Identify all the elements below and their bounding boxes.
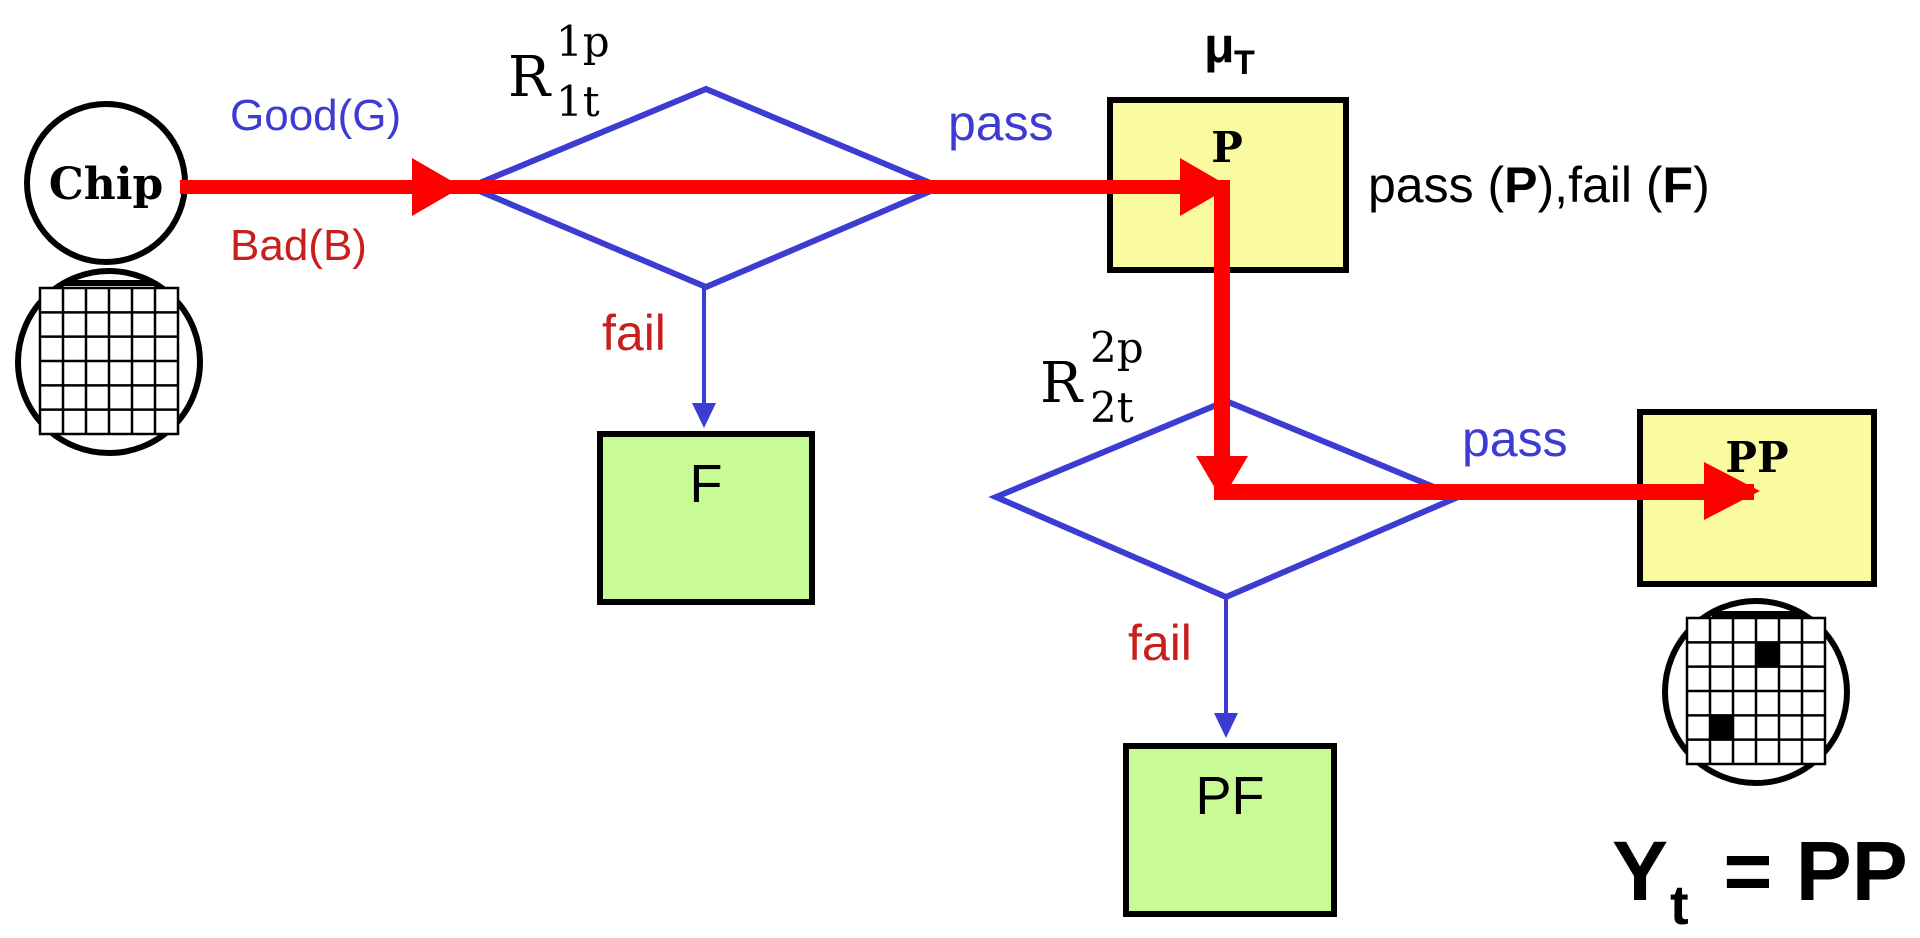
mu-symbol: μ — [1204, 17, 1235, 73]
yield-subscript: t — [1670, 873, 1689, 936]
box-pp-label: PP — [1725, 433, 1788, 482]
decision-2-pass-label: pass — [1462, 411, 1568, 467]
box-pf-label: PF — [1195, 766, 1264, 826]
decision-2-fail-label: fail — [1128, 615, 1192, 671]
wafer-defect-cell — [1710, 715, 1733, 740]
decision-2-subscript: 2t — [1090, 383, 1134, 432]
box-p-label: P — [1211, 123, 1243, 172]
flow-arrowhead-1 — [412, 158, 462, 216]
wafer-defect-cells — [1710, 642, 1779, 740]
decision-1-label: R 1p 1t — [508, 17, 610, 126]
mu-label: μ T — [1204, 17, 1255, 82]
decision-2-superscript: 2p — [1090, 323, 1144, 372]
mu-subscript: T — [1234, 44, 1255, 82]
yield-formula: Y t = PP — [1612, 824, 1908, 936]
yield-eq: = PP — [1700, 824, 1908, 918]
box-f-label: F — [690, 454, 723, 514]
decision-2-symbol: R — [1040, 351, 1084, 416]
decision-1-pass-label: pass — [948, 95, 1054, 151]
decision-2-label: R 2p 2t — [1040, 323, 1144, 432]
box-pf: PF — [1123, 743, 1337, 917]
flow-arrowhead-2 — [1180, 158, 1230, 216]
flow-arrowhead-3 — [1196, 456, 1248, 500]
yield-y: Y — [1612, 824, 1668, 918]
output-wafer-icon — [1662, 598, 1850, 786]
wafer-grid — [1687, 618, 1825, 764]
flow-arrowhead-4 — [1704, 462, 1760, 520]
decision-1-fail-label: fail — [602, 305, 666, 361]
flow-segment-1 — [180, 180, 1230, 194]
decision-1-symbol: R — [508, 45, 552, 110]
decision-1-subscript: 1t — [556, 77, 600, 126]
box-f: F — [597, 431, 815, 605]
pass-fail-legend: pass (P),fail (F) — [1368, 157, 1710, 213]
wafer-grid — [40, 288, 178, 434]
fail-arrow-1 — [692, 287, 716, 428]
decision-1-superscript: 1p — [556, 17, 610, 66]
chip-label: Chip — [49, 159, 164, 210]
fail-arrow-2 — [1214, 597, 1238, 738]
wafer-defect-cell — [1756, 642, 1779, 667]
input-wafer-icon — [15, 268, 203, 456]
good-label: Good(G) — [230, 91, 401, 140]
main-flow-path — [180, 158, 1760, 520]
flow-segment-2 — [1214, 180, 1230, 470]
flow-segment-3 — [1214, 484, 1754, 500]
bad-label: Bad(B) — [230, 221, 367, 270]
chip-node: Chip — [24, 101, 188, 265]
